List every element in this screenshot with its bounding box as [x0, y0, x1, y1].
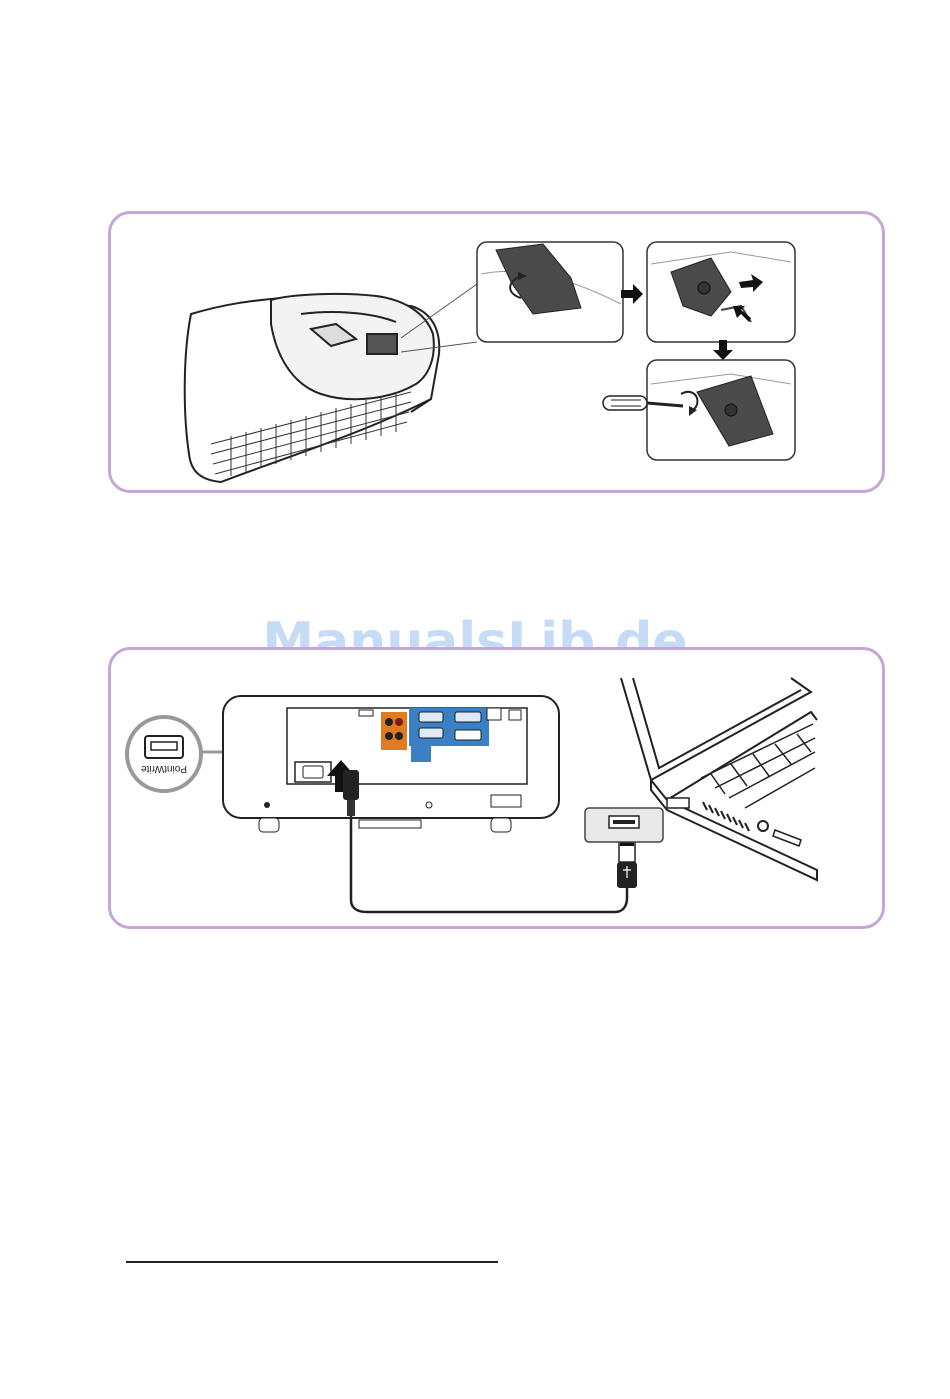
port-label: PointWrite	[141, 763, 187, 774]
projector-illustration	[185, 284, 477, 482]
laptop-illustration	[621, 678, 817, 880]
audio-port-group	[381, 712, 407, 750]
usb-connection-illustration: PointWrite	[111, 650, 888, 932]
lamp-cover-illustration	[111, 214, 888, 496]
lamp-cover-step-1	[477, 242, 623, 342]
arrow-down-icon	[713, 340, 733, 360]
footnote-divider	[126, 1261, 498, 1263]
lamp-cover-step-3	[603, 360, 795, 460]
figure-lamp-cover-removal	[108, 211, 885, 493]
arrow-right-icon	[621, 284, 643, 304]
lamp-cover-step-2	[647, 242, 795, 342]
laptop-usb-port-callout	[585, 808, 663, 842]
projector-rear-illustration	[223, 696, 559, 832]
figure-pointwrite-usb-connection: PointWrite	[108, 647, 885, 929]
